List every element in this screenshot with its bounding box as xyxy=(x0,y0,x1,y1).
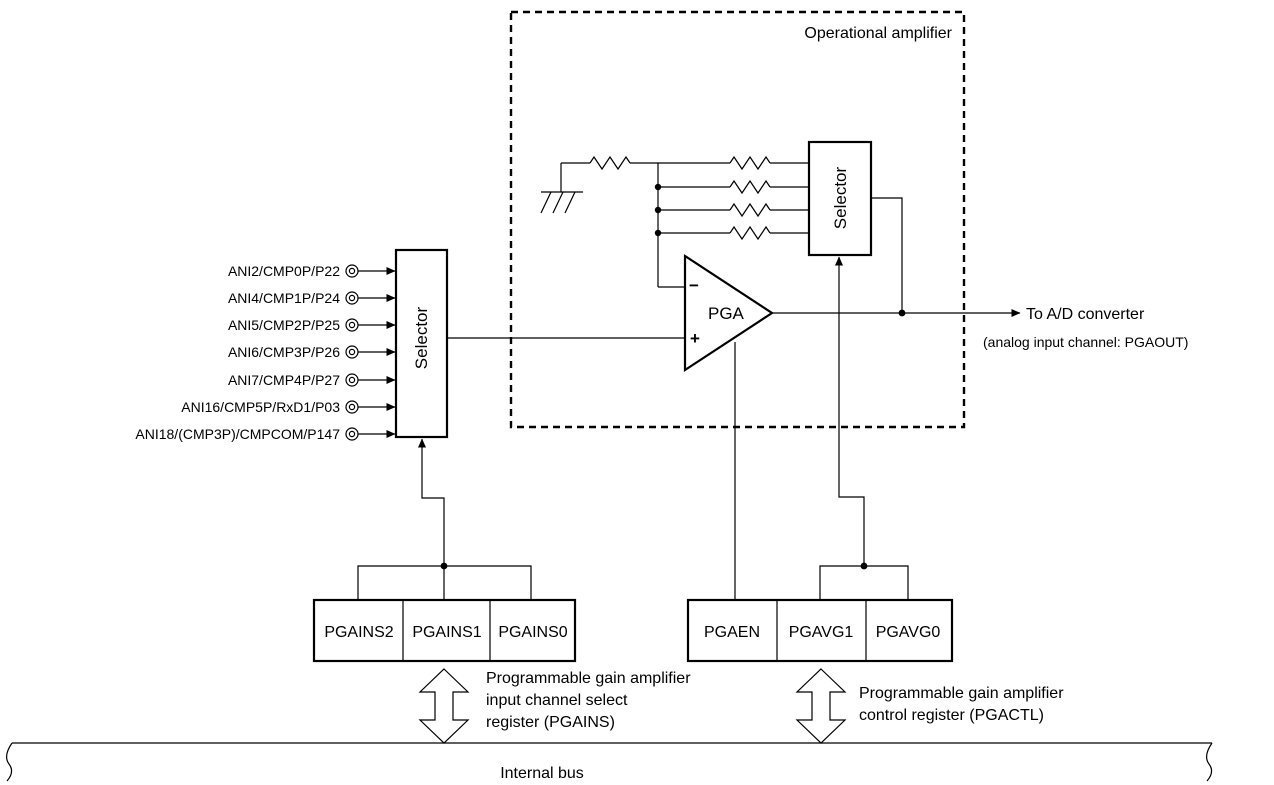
resistor-2-icon xyxy=(729,179,771,195)
pgains-bit-2: PGAINS2 xyxy=(324,624,393,641)
opamp-boundary xyxy=(509,10,966,429)
input-pin: ANI5/CMP2P/P25 xyxy=(228,317,396,333)
internal-bus xyxy=(6,742,1213,782)
pgains-description-line: input channel select xyxy=(486,692,628,709)
pgains-description-line: Programmable gain amplifier xyxy=(486,670,691,687)
output-label: To A/D converter xyxy=(1026,306,1145,323)
pgactl-bit-pgavg1: PGAVG1 xyxy=(789,624,854,641)
pgains-description: Programmable gain amplifier input channe… xyxy=(486,670,691,731)
input-pin: ANI4/CMP1P/P24 xyxy=(228,290,396,306)
pga-plus-sign: + xyxy=(690,329,700,348)
pga-minus-sign: − xyxy=(689,276,699,295)
input-selector xyxy=(394,248,449,439)
pga-amplifier xyxy=(683,253,775,373)
pgactl-description-line: Programmable gain amplifier xyxy=(859,685,1064,702)
input-pin-label: ANI16/CMP5P/RxD1/P03 xyxy=(181,399,340,415)
input-pin-label: ANI5/CMP2P/P25 xyxy=(228,317,340,333)
pgactl-bit-pgavg0: PGAVG0 xyxy=(876,624,941,641)
resistor-ground-icon xyxy=(589,155,631,171)
pgactl-bus-arrow-icon xyxy=(795,668,847,744)
input-pin: ANI2/CMP0P/P22 xyxy=(228,263,396,279)
pgactl-register xyxy=(686,598,954,663)
pga-label: PGA xyxy=(708,304,745,323)
gain-selector-label: Selector xyxy=(831,166,850,229)
pgactl-description: Programmable gain amplifier control regi… xyxy=(859,685,1064,724)
resistor-3-icon xyxy=(729,202,771,218)
input-selector-label: Selector xyxy=(412,306,431,369)
pgains-control-lines xyxy=(357,438,532,600)
input-pin-label: ANI4/CMP1P/P24 xyxy=(228,290,340,306)
pgains-description-line: register (PGAINS) xyxy=(486,714,615,731)
input-pin: ANI16/CMP5P/RxD1/P03 xyxy=(181,399,396,415)
resistor-network xyxy=(561,155,809,288)
resistor-1-icon xyxy=(729,155,771,171)
pgains-bit-1: PGAINS1 xyxy=(412,624,481,641)
gain-selector xyxy=(807,140,873,257)
ground-icon xyxy=(540,163,583,214)
opamp-box-label: Operational amplifier xyxy=(804,25,952,42)
bus-label: Internal bus xyxy=(500,765,584,782)
input-pins: ANI2/CMP0P/P22 ANI4/CMP1P/P24 ANI5/CMP2P… xyxy=(135,263,396,442)
input-pin: ANI18/(CMP3P)/CMPCOM/P147 xyxy=(135,426,396,442)
input-pin-label: ANI6/CMP3P/P26 xyxy=(228,344,340,360)
pgains-bit-0: PGAINS0 xyxy=(498,624,567,641)
pgains-bus-arrow-icon xyxy=(418,668,470,744)
input-pin-label: ANI7/CMP4P/P27 xyxy=(228,372,340,388)
pgains-register xyxy=(312,598,577,663)
pgactl-description-line: control register (PGACTL) xyxy=(859,707,1044,724)
resistor-4-icon xyxy=(729,225,771,241)
input-pin-label: ANI18/(CMP3P)/CMPCOM/P147 xyxy=(135,426,340,442)
input-pin: ANI6/CMP3P/P26 xyxy=(228,344,396,360)
pgactl-bit-pgaen: PGAEN xyxy=(704,624,760,641)
input-pin: ANI7/CMP4P/P27 xyxy=(228,372,396,388)
input-pin-label: ANI2/CMP0P/P22 xyxy=(228,263,340,279)
pgactl-control-lines xyxy=(734,256,909,600)
output-sublabel: (analog input channel: PGAOUT) xyxy=(983,334,1188,350)
